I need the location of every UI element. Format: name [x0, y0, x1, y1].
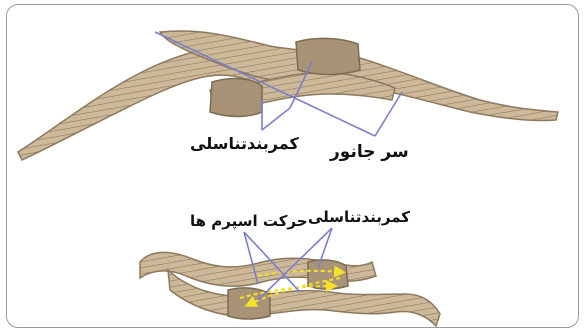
label-clitellum-top: کمربندتناسلی	[190, 134, 299, 153]
clitellum-bottom-right	[308, 260, 348, 289]
label-head: سر جانور	[330, 142, 409, 162]
clitellum-top-right	[296, 38, 360, 74]
label-clitellum-bottom: کمربندتناسلی	[308, 208, 410, 226]
label-sperm-movement: حرکت اسپرم ها	[190, 212, 308, 230]
clitellum-top-left	[210, 79, 262, 117]
